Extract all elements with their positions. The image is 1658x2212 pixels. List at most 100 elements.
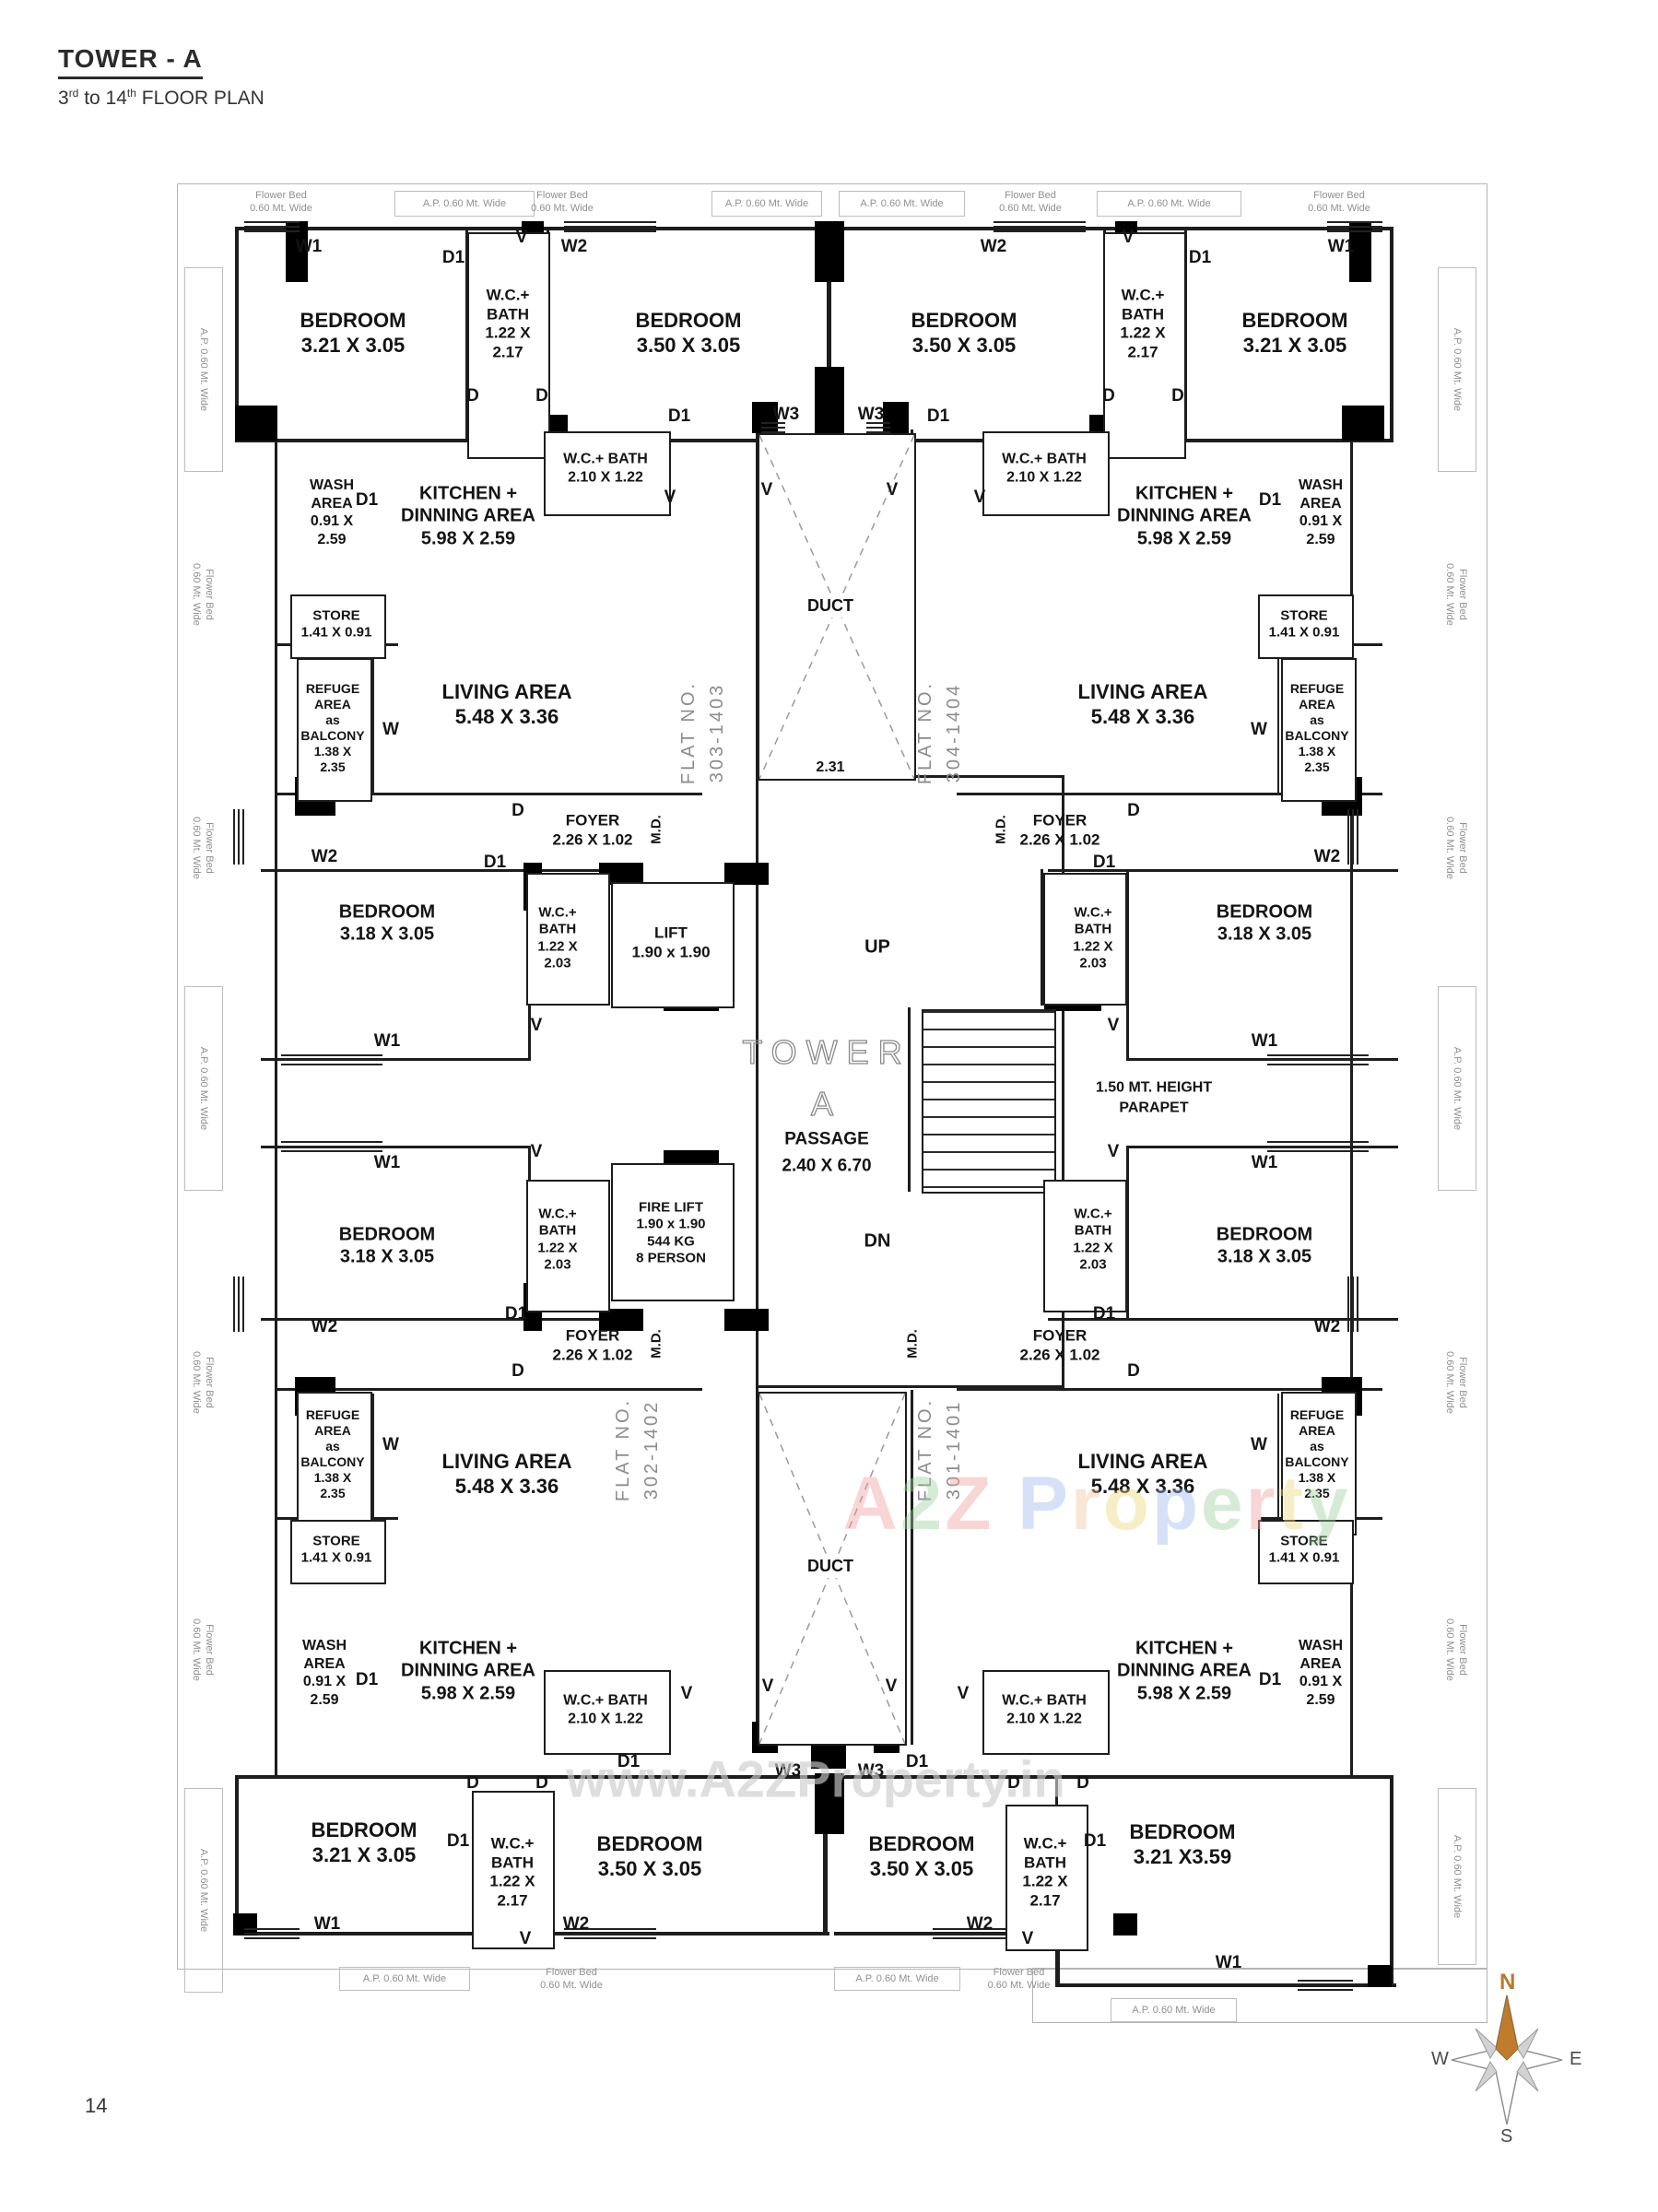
wall-segment xyxy=(276,793,702,795)
wall-segment xyxy=(261,869,611,872)
opening-tag-d1: D1 xyxy=(441,248,465,267)
opening-tag-v: V xyxy=(519,1929,532,1948)
compass-star-icon xyxy=(1451,1994,1563,2125)
flat-number-304-1404: FLAT NO.304-1404 xyxy=(915,680,964,785)
opening-tag-md: M.D. xyxy=(648,1329,664,1359)
opening-tag-w2: W2 xyxy=(980,237,1007,256)
wcbath210-303-box xyxy=(544,431,671,516)
wall-column xyxy=(815,367,844,441)
page-title: TOWER - A xyxy=(58,44,203,79)
window-lines xyxy=(761,422,785,433)
refuge-304-box xyxy=(1281,658,1357,802)
opening-tag-d: D xyxy=(512,801,524,820)
window-lines xyxy=(233,809,244,865)
wall-segment xyxy=(758,1385,1064,1388)
opening-tag-v: V xyxy=(1107,1142,1120,1161)
opening-tag-d: D xyxy=(1076,1773,1089,1793)
opening-tag-d: D xyxy=(466,1773,479,1793)
opening-tag-w2: W2 xyxy=(560,237,588,256)
opening-tag-d1: D1 xyxy=(483,853,507,872)
opening-tag-d1: D1 xyxy=(1258,490,1282,510)
opening-tag-v: V xyxy=(680,1684,693,1703)
opening-tag-w: W xyxy=(382,1435,399,1454)
wall-column xyxy=(235,406,277,441)
opening-tag-d: D xyxy=(512,1361,524,1381)
wall-column xyxy=(664,1150,719,1165)
wall-segment xyxy=(908,1007,911,1192)
opening-tag-v: V xyxy=(515,228,528,247)
opening-tag-d: D xyxy=(535,1773,548,1793)
wall-segment xyxy=(465,227,468,441)
wcbath-304-top-box xyxy=(1103,232,1186,459)
compass-n: N xyxy=(1499,1970,1516,1994)
opening-tag-w3: W3 xyxy=(857,405,885,424)
opening-tag-w2: W2 xyxy=(311,1317,338,1336)
opening-tag-d1: D1 xyxy=(355,1670,379,1689)
wall-column xyxy=(1113,1913,1137,1936)
opening-tag-v: V xyxy=(973,488,986,507)
margin-label: A.P. 0.60 Mt. Wide xyxy=(184,267,223,472)
opening-tag-w: W xyxy=(1251,720,1267,739)
wall-column xyxy=(815,1773,844,1834)
margin-label: A.P. 0.60 Mt. Wide xyxy=(184,986,223,1191)
opening-tag-d1: D1 xyxy=(504,1304,528,1324)
opening-tag-w1: W1 xyxy=(1251,1153,1278,1172)
opening-tag-w3: W3 xyxy=(772,405,800,424)
opening-tag-d1: D1 xyxy=(667,406,691,426)
opening-tag-md: M.D. xyxy=(904,1329,921,1359)
wall-segment xyxy=(235,1775,239,1936)
margin-label: A.P. 0.60 Mt. Wide xyxy=(1438,267,1476,472)
opening-tag-w1: W1 xyxy=(1251,1031,1278,1051)
refuge-303-box xyxy=(297,658,372,802)
flat-number-303-1403: FLAT NO.303-1403 xyxy=(678,680,727,785)
compass-w: W xyxy=(1431,2049,1449,2069)
watermark-brand: A2Z Property xyxy=(842,1462,1351,1546)
opening-tag-v: V xyxy=(1107,1016,1120,1035)
wall-segment xyxy=(823,1775,828,1936)
firelift-box xyxy=(611,1163,735,1301)
wcbath203-304-box xyxy=(1043,873,1127,1006)
opening-tag-d1: D1 xyxy=(1092,1304,1116,1324)
compass-e: E xyxy=(1570,2049,1582,2069)
opening-tag-d1: D1 xyxy=(905,1752,929,1771)
window-lines xyxy=(1298,1980,1353,1993)
opening-tag-d: D xyxy=(1127,801,1140,820)
opening-tag-d1: D1 xyxy=(355,490,379,510)
wcbath210-304-box xyxy=(982,431,1110,516)
opening-tag-d: D xyxy=(535,386,548,406)
wcbath203-303-box xyxy=(526,873,610,1006)
opening-tag-v: V xyxy=(761,1677,774,1696)
opening-tag-w2: W2 xyxy=(1313,847,1341,866)
wall-segment xyxy=(827,230,831,439)
opening-tag-w1: W1 xyxy=(313,1914,341,1934)
window-lines xyxy=(1347,1277,1358,1332)
wall-segment xyxy=(1057,1983,1396,1987)
